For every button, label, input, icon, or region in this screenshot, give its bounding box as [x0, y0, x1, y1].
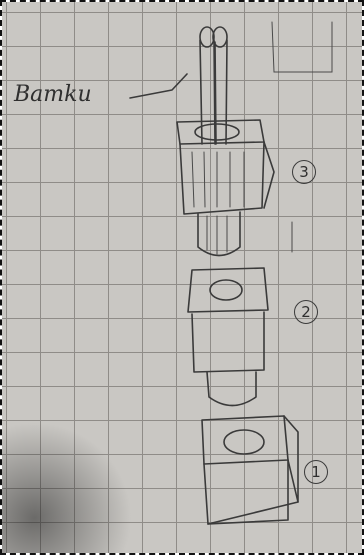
straw-tubes [200, 27, 227, 144]
label-pointer-line [130, 74, 187, 98]
straw-label: Bamku [14, 82, 92, 107]
stage-3-number: 3 [292, 160, 316, 184]
stage-2-number: 2 [294, 300, 318, 324]
stage-1-box [202, 416, 298, 524]
faint-corner-sketch [272, 22, 332, 72]
stage-1-number: 1 [304, 460, 328, 484]
connector-3-2 [198, 212, 292, 256]
connector-2-1 [207, 372, 256, 406]
stage-2-box [188, 268, 268, 372]
